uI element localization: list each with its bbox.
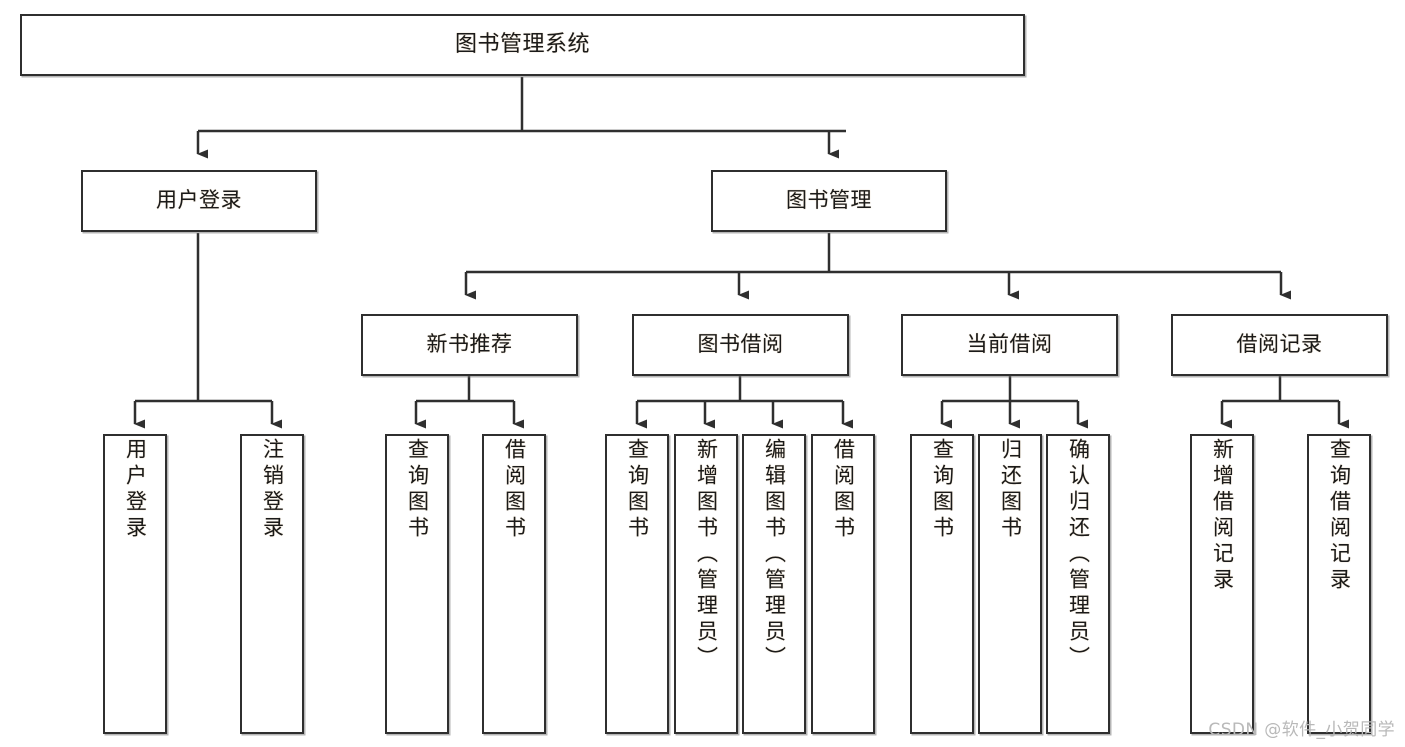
node-label: 注销登录 — [260, 438, 285, 542]
node-label: 借阅图书 — [502, 438, 527, 542]
leaf-borrow-book-recommend[interactable]: 借阅图书 — [482, 434, 546, 734]
node-label: 当前借阅 — [966, 332, 1053, 357]
node-label: 借阅图书 — [831, 438, 856, 542]
node-label: 用户登录 — [156, 188, 242, 213]
node-borrow-record[interactable]: 借阅记录 — [1171, 314, 1388, 376]
leaf-confirm-return-admin[interactable]: 确认归还（管理员） — [1046, 434, 1110, 734]
node-label: 归还图书 — [998, 438, 1023, 542]
node-new-book-recommend[interactable]: 新书推荐 — [361, 314, 578, 376]
node-label: 用户登录 — [123, 438, 148, 542]
node-label: 查询借阅记录 — [1327, 438, 1352, 594]
node-label: 图书管理 — [786, 188, 872, 213]
leaf-add-borrow-record[interactable]: 新增借阅记录 — [1190, 434, 1254, 734]
node-root-system[interactable]: 图书管理系统 — [20, 14, 1025, 76]
leaf-query-book-recommend[interactable]: 查询图书 — [385, 434, 449, 734]
node-label: 新增图书（管理员） — [694, 438, 719, 672]
node-label: 编辑图书（管理员） — [762, 438, 787, 672]
leaf-query-book-borrow[interactable]: 查询图书 — [605, 434, 669, 734]
leaf-logout[interactable]: 注销登录 — [240, 434, 304, 734]
node-user-login[interactable]: 用户登录 — [81, 170, 317, 232]
leaf-user-login[interactable]: 用户登录 — [103, 434, 167, 734]
node-label: 确认归还（管理员） — [1066, 438, 1091, 672]
node-label: 查询图书 — [405, 438, 430, 542]
leaf-borrow-book[interactable]: 借阅图书 — [811, 434, 875, 734]
leaf-query-borrow-record[interactable]: 查询借阅记录 — [1307, 434, 1371, 734]
node-book-borrow[interactable]: 图书借阅 — [632, 314, 849, 376]
node-label: 查询图书 — [930, 438, 955, 542]
node-label: 借阅记录 — [1236, 332, 1323, 357]
node-label: 新增借阅记录 — [1210, 438, 1235, 594]
node-current-borrow[interactable]: 当前借阅 — [901, 314, 1118, 376]
leaf-add-book-admin[interactable]: 新增图书（管理员） — [674, 434, 738, 734]
leaf-query-book-current[interactable]: 查询图书 — [910, 434, 974, 734]
node-label: 图书管理系统 — [454, 31, 590, 57]
node-label: 图书借阅 — [697, 332, 784, 357]
leaf-edit-book-admin[interactable]: 编辑图书（管理员） — [742, 434, 806, 734]
node-book-management[interactable]: 图书管理 — [711, 170, 947, 232]
leaf-return-book[interactable]: 归还图书 — [978, 434, 1042, 734]
node-label: 新书推荐 — [426, 332, 513, 357]
node-label: 查询图书 — [625, 438, 650, 542]
